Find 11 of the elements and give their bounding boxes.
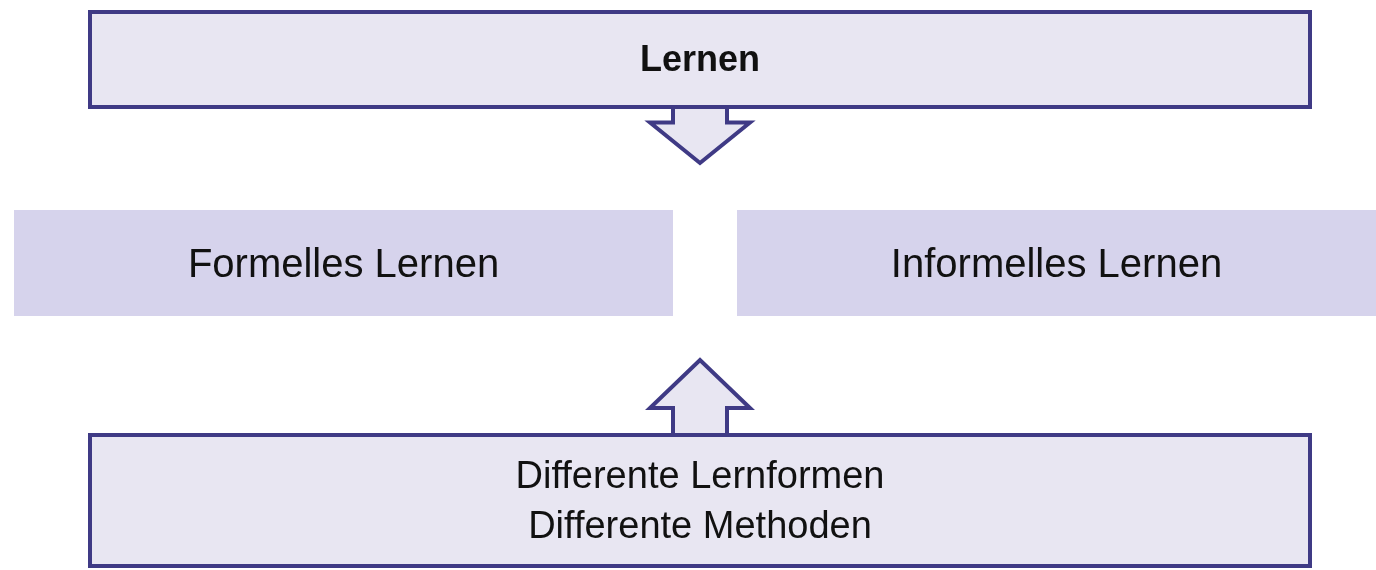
category-band (14, 210, 673, 316)
node-label: Formelles Lernen (187, 240, 500, 287)
block-arrow (645, 357, 755, 435)
node-label: Differente Lernformen (515, 453, 885, 499)
category-band (737, 210, 1376, 316)
node-label: Informelles Lernen (890, 240, 1223, 287)
block-arrow (644, 107, 756, 166)
process-box (88, 10, 1312, 109)
process-box (88, 433, 1312, 568)
node-label: Lernen (640, 37, 760, 82)
node-label: Differente Methoden (528, 502, 872, 548)
